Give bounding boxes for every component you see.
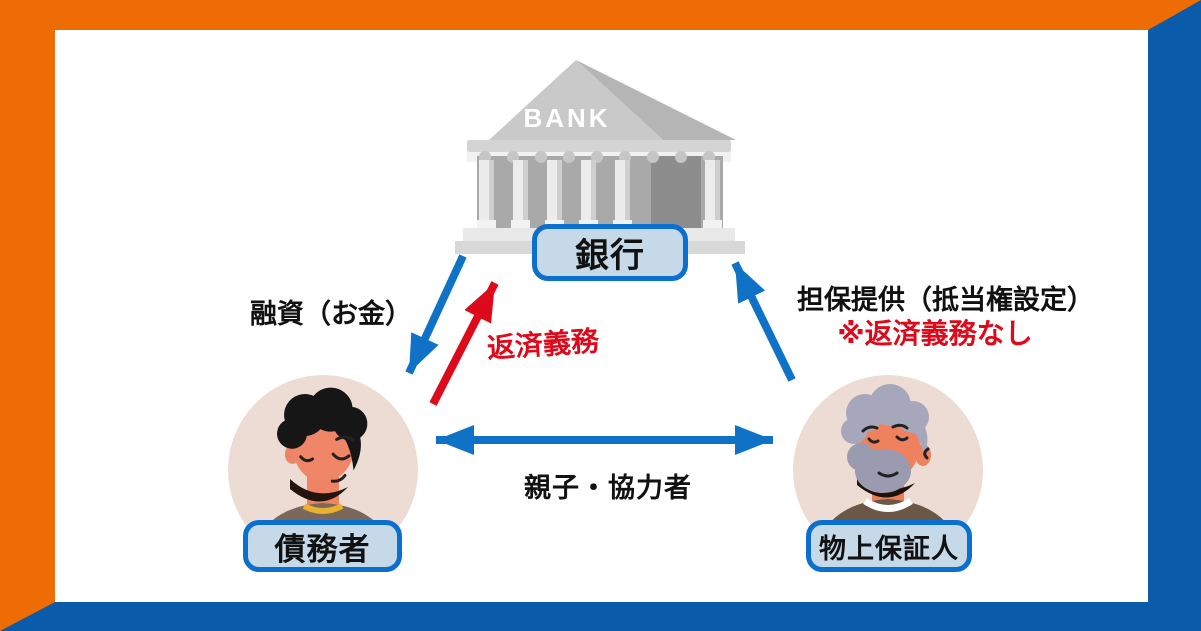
bank-label: 銀行 — [532, 224, 688, 281]
debtor-label: 債務者 — [243, 520, 402, 572]
bank-doorway — [651, 156, 701, 228]
bank-sign: BANK — [523, 103, 610, 133]
bank-label-text: 銀行 — [575, 237, 645, 275]
repayment-label: 返済義務 — [486, 325, 600, 364]
collateral-arrow — [731, 261, 796, 382]
repayment-arrow — [429, 281, 499, 406]
debtor-avatar-image — [228, 375, 418, 565]
bank-building: BANK — [455, 60, 745, 254]
guarantor-label: 物上保証人 — [806, 520, 972, 572]
bank-pediment — [489, 60, 663, 140]
collateral-label: 担保提供（抵当権設定） — [797, 285, 1094, 315]
bank-illustration: BANK — [455, 56, 745, 256]
loan-label: 融資（お金） — [250, 299, 412, 329]
debtor-avatar — [228, 375, 418, 565]
collateral-note: ※返済義務なし — [837, 318, 1033, 349]
guarantor-label-text: 物上保証人 — [819, 533, 959, 564]
loan-arrow — [405, 254, 467, 375]
bank-eave — [467, 140, 731, 152]
relation-label: 親子・協力者 — [524, 473, 692, 503]
bank-roof-side — [576, 60, 736, 140]
debtor-label-text: 債務者 — [274, 531, 371, 567]
